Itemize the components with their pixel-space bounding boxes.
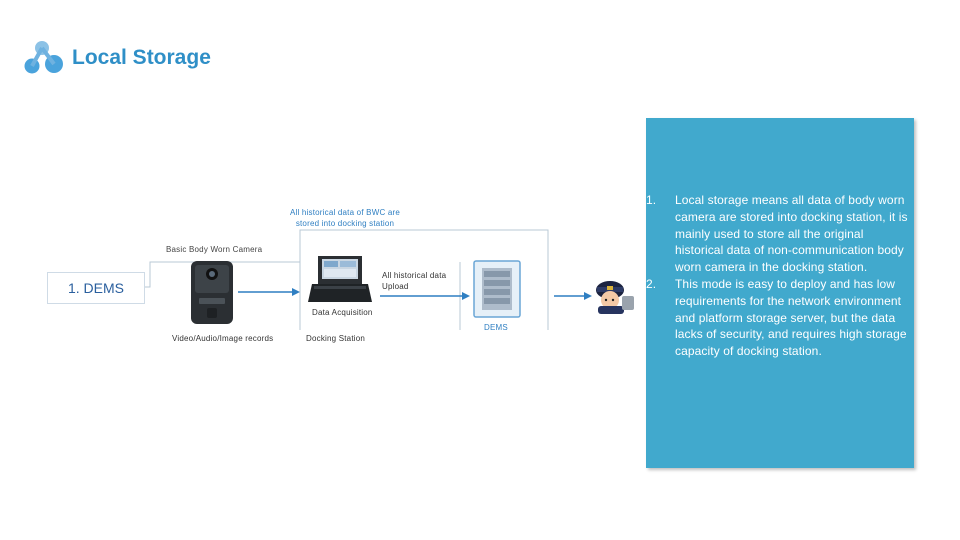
molecule-logo-icon: [24, 40, 64, 76]
acquisition-caption: Data Acquisition: [312, 308, 373, 317]
arrow-camera-to-docking: [238, 288, 300, 296]
camera-sub-caption: Video/Audio/Image records: [172, 334, 274, 343]
police-officer-icon: [596, 281, 634, 314]
camera-caption: Basic Body Worn Camera: [166, 245, 263, 254]
arrow-server-to-officer: [554, 292, 592, 300]
page-title: Local Storage: [72, 46, 211, 69]
info-panel: 1. Local storage means all data of body …: [646, 118, 914, 468]
store-note-line-2: stored into docking station: [295, 219, 395, 228]
server-caption: DEMS: [484, 323, 508, 332]
upload-caption-line-2: Upload: [382, 282, 409, 291]
store-note: All historical data of BWC are stored in…: [270, 207, 420, 229]
dems-box: 1. DEMS: [47, 272, 145, 304]
store-note-line-1: All historical data of BWC are: [289, 208, 401, 217]
info-item-number: 2.: [646, 276, 657, 291]
info-item-text: Local storage means all data of body wor…: [675, 193, 908, 275]
info-item-number: 1.: [646, 193, 657, 207]
info-item-text: This mode is easy to deploy and has low …: [675, 276, 907, 359]
upload-caption-line-1: All historical data: [382, 271, 447, 280]
info-list-item: 2. This mode is easy to deploy and has l…: [646, 276, 914, 360]
upload-caption: All historical data Upload: [382, 270, 446, 292]
body-camera-icon: [191, 261, 233, 324]
info-list: 1. Local storage means all data of body …: [646, 192, 914, 360]
docking-caption: Docking Station: [306, 334, 366, 343]
arrow-docking-to-server: [380, 292, 470, 300]
info-list-item: 1. Local storage means all data of body …: [646, 192, 914, 276]
server-rack-icon: [473, 260, 521, 318]
docking-station-icon: [308, 256, 372, 302]
